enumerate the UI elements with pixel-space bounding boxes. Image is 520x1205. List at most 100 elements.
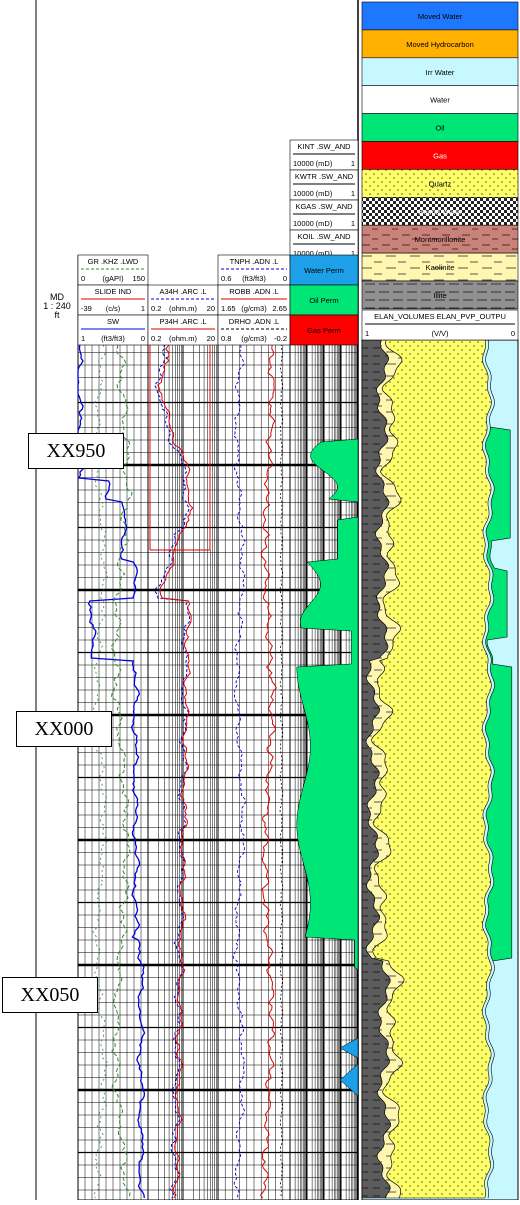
koil-header-left: 10000 <box>293 249 314 258</box>
volume-legend-swatch <box>361 85 519 114</box>
drho-header-unit: (g/cm3) <box>241 334 267 343</box>
tnph-header-box <box>217 254 291 286</box>
quartz-band <box>371 339 492 1199</box>
robb-header-unit: (g/cm3) <box>241 304 267 313</box>
perm-legend-label: Oil Perm <box>309 296 338 305</box>
kint-header-box <box>289 139 359 171</box>
drho-header-box <box>217 314 291 346</box>
kwtr-header-unit: (mD) <box>316 189 333 198</box>
slide-header-box <box>77 284 149 316</box>
tnph-header-unit: (ft3/ft3) <box>242 274 266 283</box>
sw-header-left: 1 <box>81 334 85 343</box>
p34h-header-unit: (ohm.m) <box>169 334 197 343</box>
elan-header-left: 1 <box>365 329 369 338</box>
robb-header-box <box>217 284 291 316</box>
gr-curve <box>110 339 133 1199</box>
kgas-header-unit: (mD) <box>316 219 333 228</box>
volume-legend-label: Water <box>430 96 450 105</box>
volume-legend-label: Oil <box>435 124 445 133</box>
volume-legend-swatch <box>361 169 519 198</box>
robb-curve <box>259 339 277 1199</box>
kwtr-header-right: 1 <box>351 189 355 198</box>
perm-legend-swatch <box>289 284 359 316</box>
volume-legend-label: Bound Water <box>418 207 462 216</box>
volume-legend-swatch <box>361 197 519 226</box>
koil-header-title: KOIL .SW_AND <box>297 232 351 241</box>
drho-curve <box>279 339 284 1199</box>
a34h-header-title: A34H .ARC .L <box>159 287 206 296</box>
gr-header-left: 0 <box>81 274 85 283</box>
elan-header-unit: (V/V) <box>431 329 449 338</box>
volume-legend-label: Gas <box>433 152 447 161</box>
volume-legend-swatch <box>361 252 519 282</box>
p34h-curve <box>157 340 194 1199</box>
kwtr-header-left: 10000 <box>293 189 314 198</box>
koil-header-right: 1 <box>351 249 355 258</box>
volume-legend-swatch <box>361 280 519 310</box>
tnph-header-title: TNPH .ADN .L <box>230 257 279 266</box>
volume-legend-label: Moved Water <box>418 12 463 21</box>
depth-scale-label: 1 : 240 <box>43 301 71 311</box>
robb-header-title: ROBB .ADN .L <box>229 287 279 296</box>
log-curves <box>77 339 284 1199</box>
p34h-header-left: 0.2 <box>151 334 161 343</box>
volume-legend-label: Illite <box>433 291 446 300</box>
perm-legend-swatch <box>289 254 359 286</box>
slide-header-left: -39 <box>81 304 92 313</box>
gr-header-box <box>77 254 149 286</box>
depth-marker-xx000: XX000 <box>16 711 112 747</box>
volume-legend-label: Kaolinite <box>426 263 455 272</box>
drho-header-title: DRHO .ADN .L <box>229 317 279 326</box>
depth-md-label: MD <box>50 292 64 302</box>
a34h-header-right: 20 <box>207 304 215 313</box>
a34h-curve <box>153 339 191 1199</box>
water-perm-fill <box>339 1063 359 1097</box>
perm-legend-label: Gas Perm <box>307 326 341 335</box>
tnph-curve <box>232 339 246 1198</box>
sw-header-title: SW <box>107 317 120 326</box>
volume-legend-swatch <box>361 113 519 142</box>
log-fills <box>296 339 519 1201</box>
depth-unit-label: ft <box>54 310 60 320</box>
elan-header-title: ELAN_VOLUMES ELAN_PVP_OUTPU <box>374 312 506 321</box>
kgas-header-box <box>289 199 359 231</box>
depth-marker-xx950: XX950 <box>28 433 124 469</box>
volume-legend-label: Montmorillonite <box>415 235 466 244</box>
drho-header-right: -0.2 <box>274 334 287 343</box>
robb-header-left: 1.65 <box>221 304 236 313</box>
oil-band <box>484 339 513 1199</box>
drho-header-left: 0.8 <box>221 334 231 343</box>
kwtr-header-title: KWTR .SW_AND <box>295 172 354 181</box>
elan-header-box <box>361 309 519 341</box>
slide-header-title: SLIDE IND <box>95 287 132 296</box>
gr-curve-2 <box>92 339 109 1199</box>
robb-header-right: 2.65 <box>272 304 287 313</box>
sw-header-unit: (ft3/ft3) <box>101 334 125 343</box>
perm-legend-swatch <box>289 314 359 346</box>
kgas-header-right: 1 <box>351 219 355 228</box>
volume-legend-swatch <box>361 57 519 86</box>
volume-legend-label: Quartz <box>429 179 452 188</box>
volume-legend-swatch <box>361 29 519 59</box>
kint-header-title: KINT .SW_AND <box>297 142 351 151</box>
koil-header-unit: (mD) <box>316 249 333 258</box>
sw-curve <box>77 339 146 1199</box>
slide-header-right: 1 <box>141 304 145 313</box>
p34h-header-right: 20 <box>207 334 215 343</box>
kint-header-unit: (mD) <box>316 159 333 168</box>
oil-perm-fill <box>296 340 359 1200</box>
slide-header-unit: (c/s) <box>106 304 121 313</box>
kint-header-right: 1 <box>351 159 355 168</box>
volume-legend-swatch <box>361 1 519 31</box>
kint-header-left: 10000 <box>293 159 314 168</box>
tnph-header-left: 0.6 <box>221 274 231 283</box>
volume-legend-label: Moved Hydrocarbon <box>406 40 474 49</box>
elan-header-right: 0 <box>511 329 515 338</box>
p34h-header-box <box>147 314 219 346</box>
perm-legend-label: Water Perm <box>304 266 344 275</box>
depth-marker-xx050: XX050 <box>2 977 98 1013</box>
